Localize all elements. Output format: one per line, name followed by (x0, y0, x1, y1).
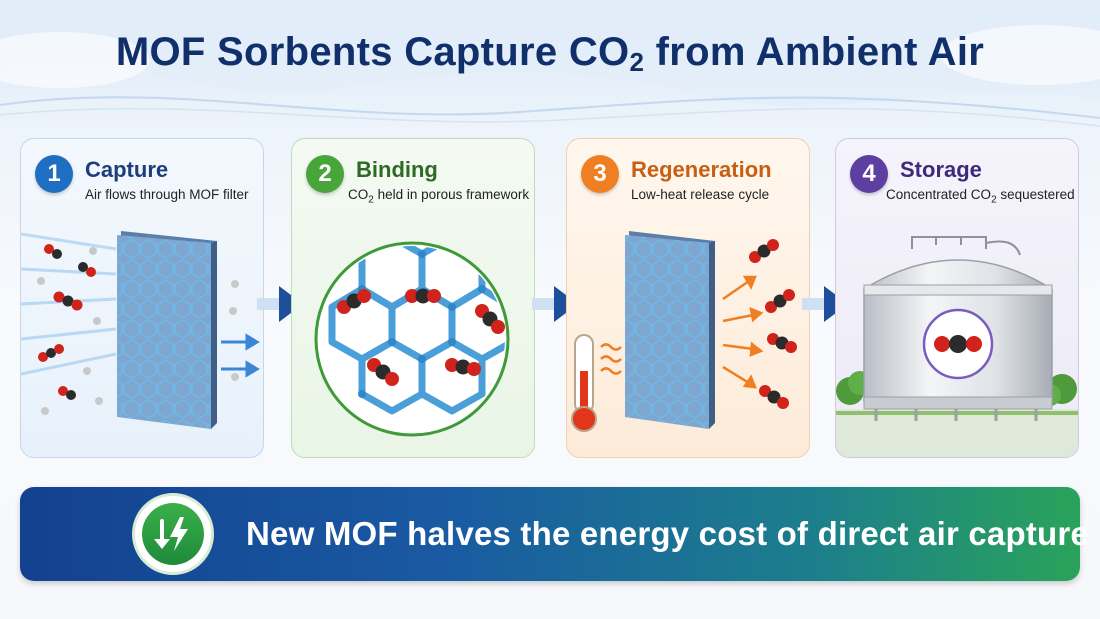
step-number-badge: 4 (850, 155, 888, 193)
step-capture-panel: 1 Capture Air flows through MOF filter (20, 138, 264, 458)
step-storage-panel: 4 Storage Concentrated CO2 sequestered (835, 138, 1079, 458)
step-number-badge: 3 (581, 155, 619, 193)
banner-headline: New MOF halves the energy cost of direct… (246, 515, 1089, 552)
step-title: Capture (85, 157, 169, 182)
mof-filter-illustration (21, 231, 260, 429)
porous-framework-illustration (314, 241, 510, 437)
regeneration-illustration (571, 231, 797, 432)
step-description: Concentrated CO2 sequestered (886, 187, 1075, 206)
step-description: Air flows through MOF filter (85, 187, 249, 202)
key-finding-banner: New MOF halves the energy cost of direct… (20, 487, 1089, 581)
step-description: CO2 held in porous framework (348, 187, 530, 206)
energy-down-bolt-icon (132, 493, 214, 575)
step-title: Binding (356, 157, 438, 182)
step-number-badge: 1 (35, 155, 73, 193)
step-regeneration-panel: 3 Regeneration Low-heat release cycle (566, 138, 810, 458)
storage-tank-illustration (836, 236, 1078, 457)
thermometer-icon (571, 334, 597, 432)
step-binding-panel: 2 Binding CO2 held in porous framework (291, 138, 535, 458)
page-title: MOF Sorbents Capture CO2 from Ambient Ai… (115, 30, 985, 77)
step-title: Storage (900, 157, 982, 182)
step-description: Low-heat release cycle (631, 187, 770, 202)
step-title: Regeneration (631, 157, 772, 182)
step-number-badge: 2 (306, 155, 344, 193)
